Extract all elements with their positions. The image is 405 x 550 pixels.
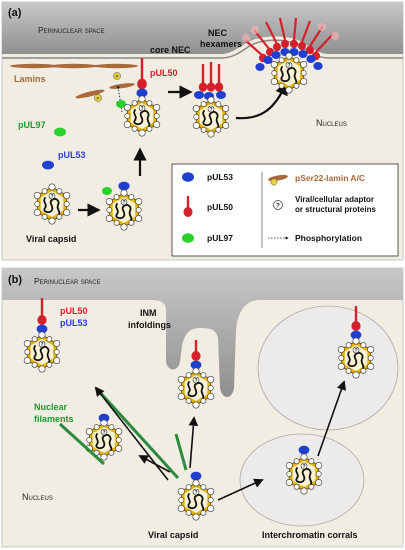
- legend-box: pUL53 pUL50 pUL97 pSer22-lamin A/C ? Vir…: [171, 163, 399, 257]
- pul53-label: pUL53: [58, 150, 86, 160]
- pul50-label-a: pUL50: [150, 68, 178, 78]
- panel-a: (a) Perinuclear space Lamins P P pUL97 p…: [1, 1, 404, 261]
- arrow-to-capsid-b3: [138, 455, 171, 473]
- nuclear-filaments-label-2: filaments: [34, 414, 74, 424]
- panel-b-label: (b): [8, 274, 22, 286]
- nec-pair-b2: [190, 340, 202, 370]
- svg-text:?: ?: [276, 204, 280, 210]
- phospho-p-icon: [113, 72, 121, 80]
- legend-pul97: pUL97: [207, 233, 233, 243]
- capsid-docking-pair: [102, 181, 130, 195]
- nuclear-filament-2: [58, 422, 106, 466]
- arrow-to-capsid-b2: [188, 416, 199, 469]
- pul50-label-b: pUL50: [60, 306, 88, 316]
- legend-adaptor-icon: [273, 200, 283, 210]
- legend-phos: Phosphorylation: [295, 233, 362, 243]
- legend-pul53: pUL53: [207, 172, 233, 182]
- corrals-label: Interchromatin corrals: [262, 530, 358, 540]
- legend-pser22: pSer22-lamin A/C: [295, 173, 365, 183]
- viral-capsid-label-b: Viral capsid: [148, 530, 198, 540]
- budding-capsid-coat: [242, 17, 339, 71]
- perinuclear-membrane-b: [2, 268, 403, 397]
- viral-capsid-label-a: Viral capsid: [26, 234, 76, 244]
- panel-b: (b) Perinuclear space pUL50 pUL53 INM in…: [1, 267, 404, 548]
- svg-text:P: P: [96, 96, 99, 101]
- legend-pul53-icon: [182, 172, 194, 182]
- perinuclear-space-label-a: Perinuclear space: [38, 25, 105, 35]
- core-nec-label: core NEC: [150, 45, 191, 55]
- nec-hexamers-label-2: hexamers: [200, 39, 242, 49]
- interchromatin-corral-large: [257, 305, 399, 431]
- phospho-p-icon: [94, 94, 102, 102]
- inm-label-1: INM: [140, 308, 157, 318]
- pul97-label: pUL97: [18, 120, 46, 130]
- nec-hexamers-label-1: NEC: [208, 28, 228, 38]
- perinuclear-space-label-b: Perinuclear space: [34, 276, 101, 286]
- pul53-label-b: pUL53: [60, 318, 88, 328]
- panel-a-label: (a): [8, 7, 22, 19]
- legend-adaptor-2: or structural proteins: [295, 205, 376, 214]
- lamin-filaments: [10, 63, 138, 99]
- arrow-to-corral: [217, 478, 264, 501]
- nec-pair-b5: [298, 445, 310, 455]
- nuclear-filaments-label-1: Nuclear: [34, 402, 68, 412]
- inm-label-2: infoldings: [128, 320, 171, 330]
- arrow-in-corral: [317, 380, 346, 457]
- nuclear-filament-3: [174, 433, 188, 471]
- pul53-free: [42, 160, 54, 170]
- legend-pul97-icon: [182, 233, 194, 243]
- nucleus-label-a: Nucleus: [316, 118, 347, 128]
- arrow-to-budding: [235, 81, 288, 120]
- pul97-protein: [116, 100, 126, 108]
- nec-pair-b4: [190, 471, 202, 481]
- nuclear-filament-1: [94, 386, 180, 480]
- nec-hexamer-complex: [194, 62, 226, 100]
- nec-pair-b3: [98, 413, 110, 423]
- legend-adaptor-1: Viral/cellular adaptor: [295, 195, 374, 204]
- nucleus-label-b: Nucleus: [22, 492, 53, 502]
- core-nec-complex: [136, 58, 148, 98]
- pul97-free: [54, 127, 66, 137]
- legend-pul50: pUL50: [207, 202, 233, 212]
- nec-pair-b1: [36, 298, 48, 334]
- svg-text:P: P: [115, 74, 118, 79]
- legend-pul50-icon: [183, 196, 193, 217]
- lamins-label: Lamins: [14, 74, 46, 84]
- nec-pair-b6: [350, 306, 362, 340]
